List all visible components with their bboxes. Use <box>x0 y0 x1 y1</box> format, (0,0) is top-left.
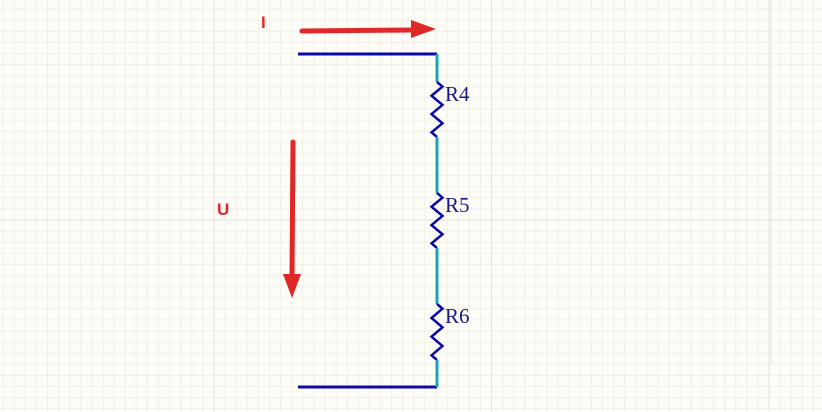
resistor-r5-symbol <box>429 192 445 249</box>
current-label: I <box>261 13 266 32</box>
resistor-chain <box>429 54 445 387</box>
resistor-label-r6: R6 <box>445 304 470 328</box>
voltage-label: U <box>217 200 229 219</box>
voltage-arrow <box>283 139 301 298</box>
resistor-label-r5: R5 <box>445 193 470 217</box>
resistor-r4-symbol <box>429 81 445 138</box>
resistor-label-r4: R4 <box>445 82 470 106</box>
resistor-r6-symbol <box>429 303 445 361</box>
current-arrow <box>299 20 436 38</box>
